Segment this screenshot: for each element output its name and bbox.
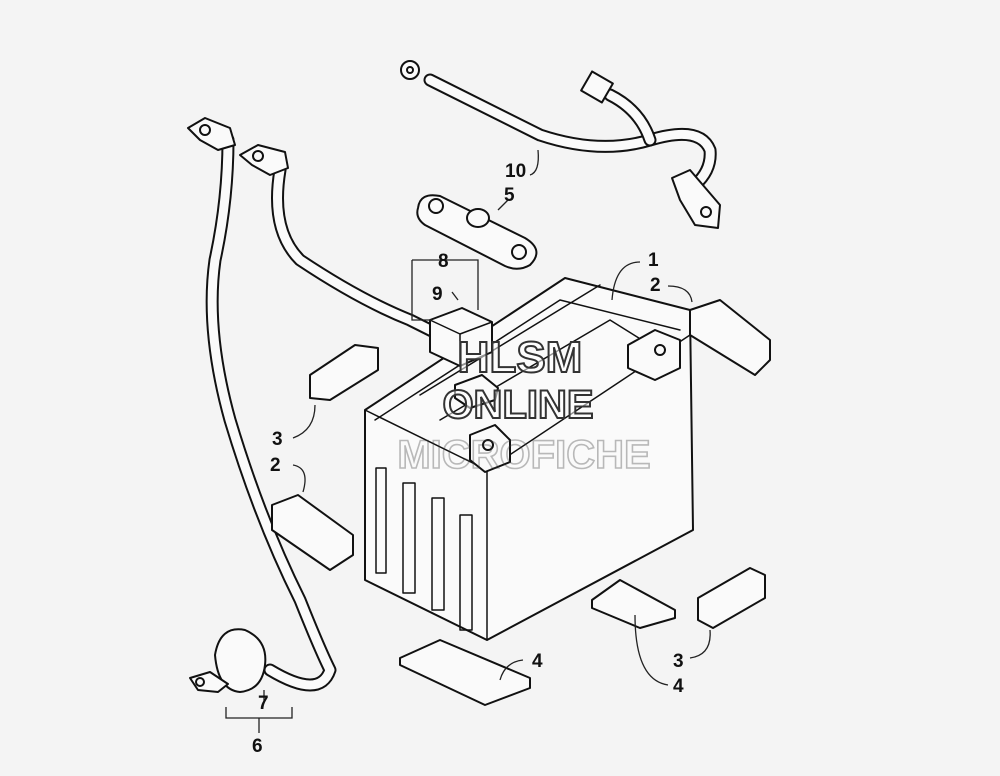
- callout-8: 8: [438, 251, 449, 272]
- watermark-line-3: MICROFICHE: [397, 433, 650, 477]
- watermark-line-1: HLSM: [458, 333, 583, 382]
- callout-9: 9: [432, 284, 443, 305]
- callout-3-right: 3: [673, 651, 684, 672]
- pads: [271, 299, 771, 706]
- callout-6: 6: [252, 736, 263, 757]
- callout-7: 7: [258, 693, 269, 714]
- battery: [364, 277, 694, 641]
- callout-2-top: 2: [650, 275, 661, 296]
- callout-1: 1: [648, 250, 659, 271]
- callout-2-left: 2: [270, 455, 281, 476]
- terminal-cover: [189, 628, 267, 693]
- pad-bottom: [399, 639, 531, 706]
- leader-lines: [225, 149, 711, 733]
- pad-right-top: [689, 299, 771, 376]
- watermark-line-2: ONLINE: [442, 383, 593, 427]
- pad-left-top: [309, 344, 379, 401]
- callout-4-bottom: 4: [532, 651, 543, 672]
- callout-5: 5: [504, 185, 515, 206]
- pad-right-bottom: [697, 567, 766, 629]
- wiring-harness: [400, 60, 721, 229]
- callout-3-left: 3: [272, 429, 283, 450]
- callout-labels: 10 5 8 9 1 2 3 2 4 3 4 7 6: [252, 161, 684, 757]
- callout-4-right: 4: [673, 676, 684, 697]
- pad-bottom-right: [591, 579, 676, 629]
- terminal-boot: [429, 307, 493, 367]
- hold-down-bracket: [416, 194, 538, 270]
- pad-left-mid: [271, 494, 354, 571]
- watermark: HLSM ONLINE MICROFICHE: [397, 332, 652, 478]
- battery-cables: [187, 117, 457, 692]
- callout-10: 10: [505, 161, 526, 182]
